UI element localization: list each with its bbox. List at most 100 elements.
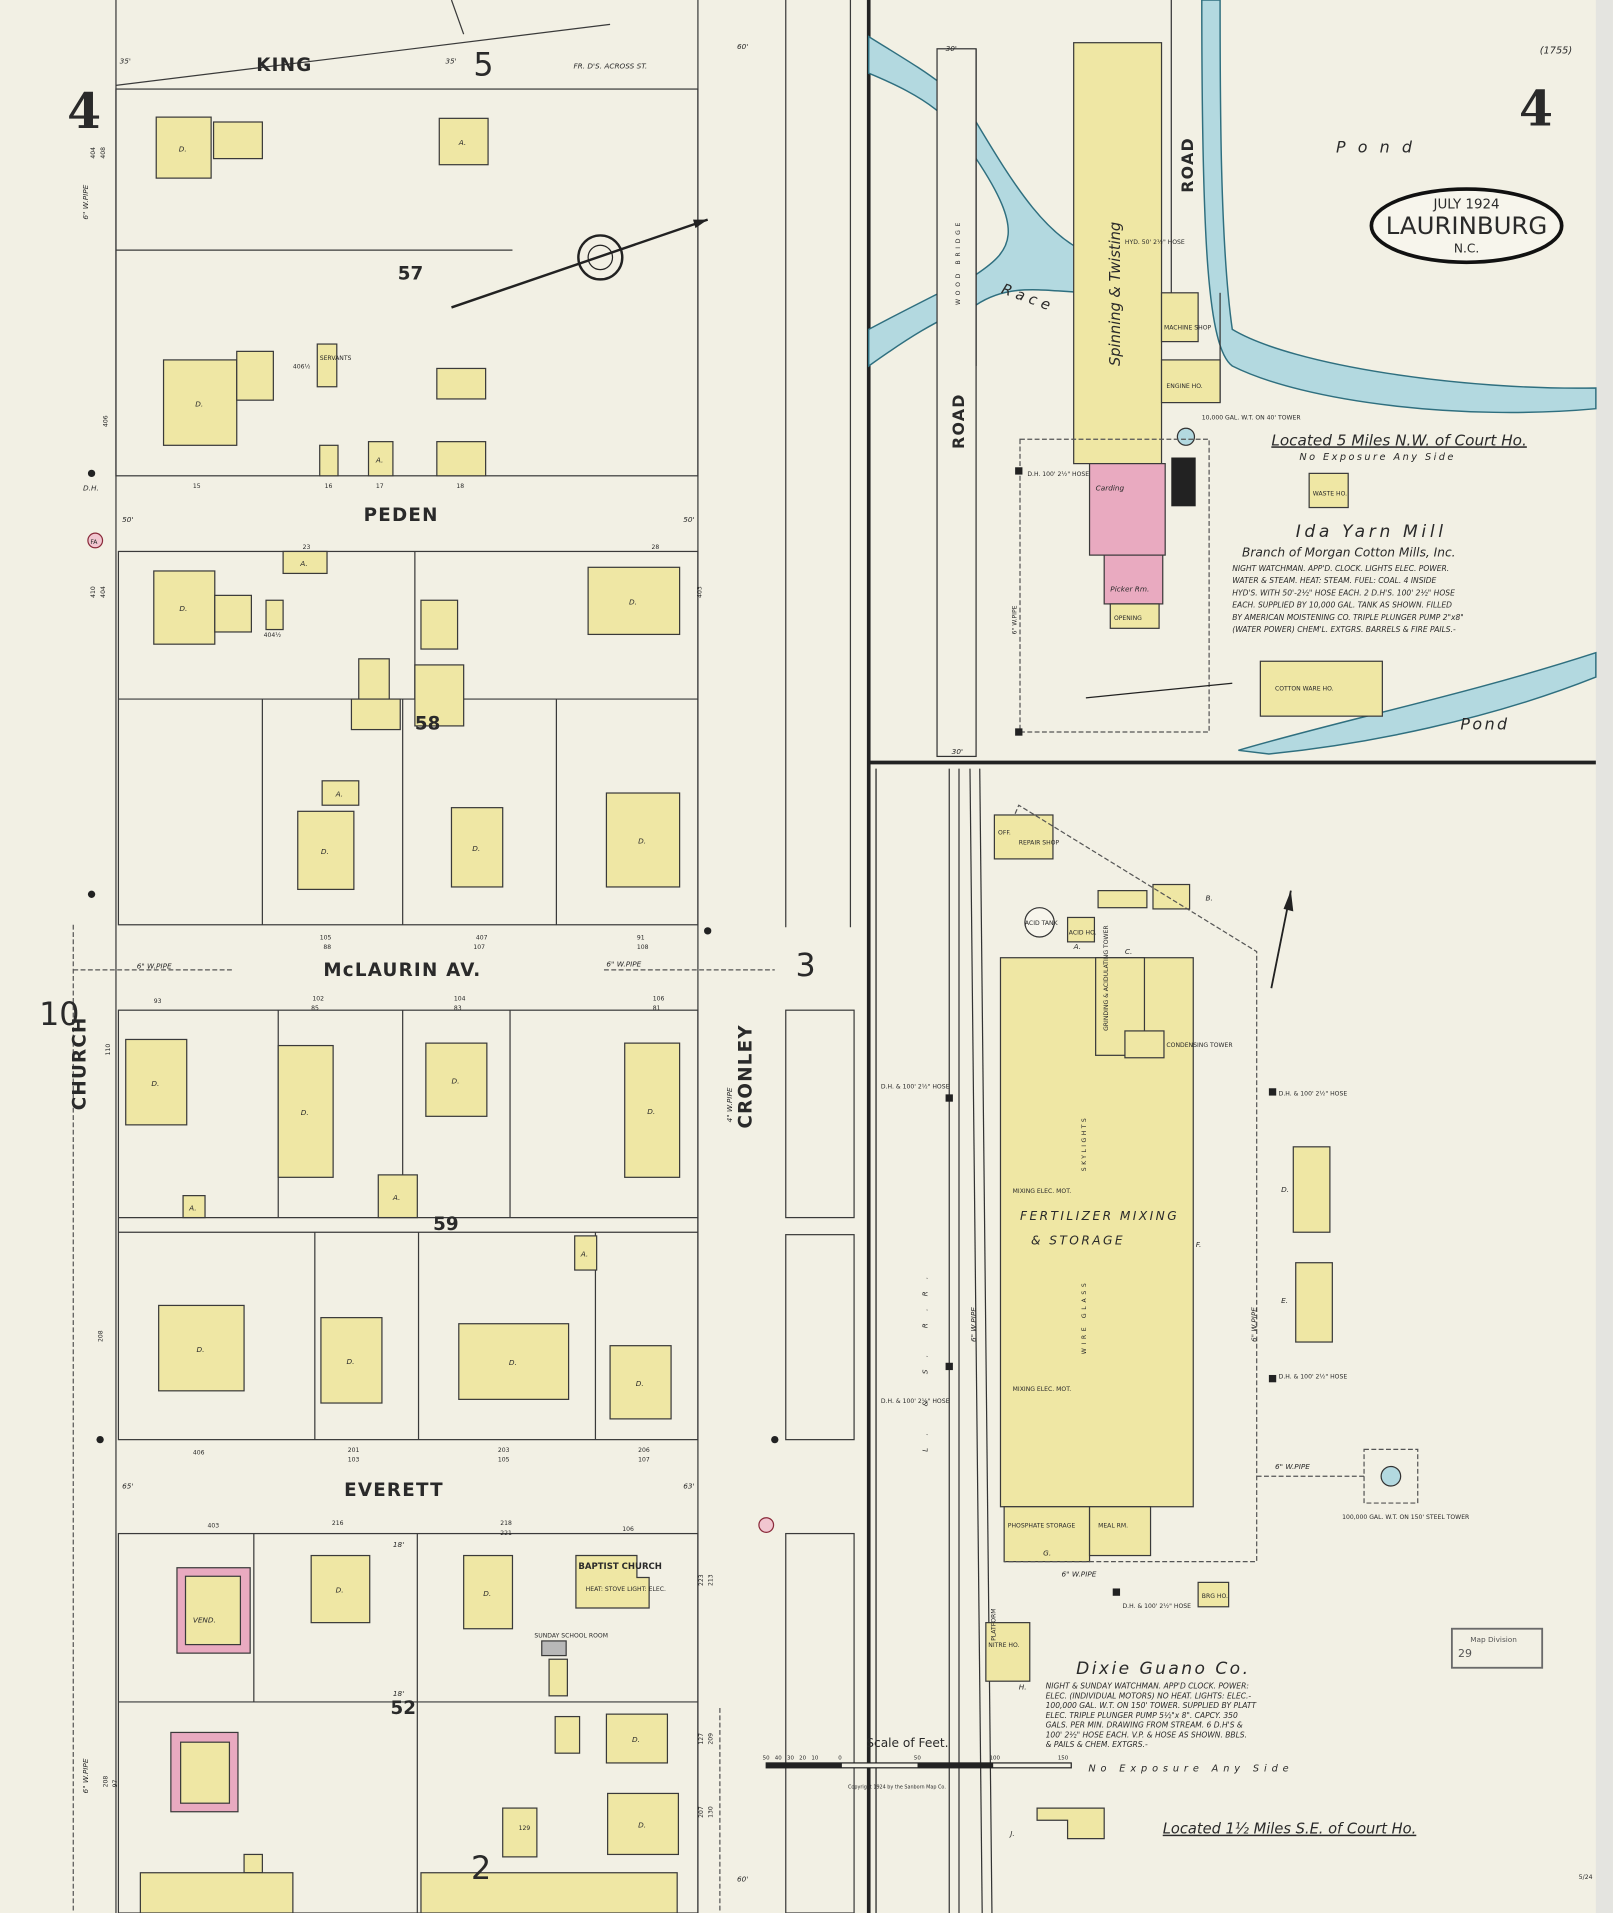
house-number: 216	[332, 1520, 344, 1527]
house-number: 16	[325, 483, 333, 490]
ida-exposure: No Exposure Any Side	[1299, 452, 1455, 463]
dwelling	[607, 1792, 680, 1856]
building-letter: B.	[1205, 893, 1212, 902]
pipe-label: 6" W.PIPE	[81, 184, 90, 219]
sunday-school-room	[541, 1640, 567, 1657]
storage-label: & STORAGE	[1031, 1233, 1125, 1247]
dh-label: D.H.	[83, 483, 99, 492]
note-line: ELEC. (INDIVIDUAL MOTORS) NO HEAT. LIGHT…	[1046, 1691, 1252, 1700]
pipe-label: 6" W.PIPE	[1061, 1569, 1096, 1578]
brg-label: BRG HO.	[1202, 1593, 1228, 1600]
note-line: NIGHT WATCHMAN. APP'D. CLOCK. LIGHTS ELE…	[1232, 564, 1449, 573]
note-line: 100,000 GAL. W.T. ON 150' TOWER. SUPPLIE…	[1046, 1701, 1258, 1710]
dwelling	[605, 1713, 669, 1764]
adjoining-sheet-right: 3	[796, 948, 816, 984]
waste-house	[1308, 472, 1349, 509]
note-line: ELEC. TRIPLE PLUNGER PUMP 5½"x 8". CAPCY…	[1046, 1711, 1238, 1720]
pond-label: Pond	[1460, 715, 1509, 734]
street-width: 63'	[683, 1481, 694, 1490]
nitre-label: NITRE HO.	[988, 1642, 1019, 1649]
mixing-label: MIXING ELEC. MOT.	[1013, 1188, 1072, 1195]
double-hydrant-icon	[945, 1094, 953, 1102]
dwelling	[212, 121, 263, 160]
note-line: EACH. SUPPLIED BY 10,000 GAL. TANK AS SH…	[1232, 601, 1452, 610]
street-width: 50'	[122, 515, 133, 524]
town-name: LAURINBURG	[1386, 211, 1548, 240]
street-width: 18'	[393, 1689, 404, 1698]
north-arrow-icon	[1085, 682, 1233, 699]
wire-glass-label: WIRE GLASS	[1081, 1280, 1088, 1355]
meal-room	[1088, 1506, 1152, 1557]
double-hydrant-icon	[945, 1362, 953, 1371]
repair-label: REPAIR SHOP	[1019, 839, 1060, 846]
water-tank-icon	[1176, 427, 1196, 446]
engine-label: ENGINE HO.	[1166, 383, 1202, 390]
adjoining-sheet-left: 10	[39, 997, 79, 1033]
block-number-52: 52	[390, 1698, 415, 1719]
cotton-warehouse	[1259, 660, 1383, 717]
house-number: 110	[105, 1044, 112, 1056]
scale-tick-label: 20	[799, 1755, 806, 1761]
street-king: KING	[256, 55, 312, 76]
dwelling-label: D.	[196, 1345, 204, 1354]
mill-race-water	[867, 35, 1099, 368]
building-letter: E.	[1281, 1296, 1288, 1305]
dwelling-d	[1292, 1146, 1331, 1233]
dwelling-label: D.	[647, 1107, 655, 1116]
building-letter: F.	[1196, 1240, 1202, 1249]
house-number: 406½	[293, 362, 311, 370]
road-label: ROAD	[949, 393, 968, 449]
acid-tank-label: ACID TANK	[1025, 920, 1059, 927]
house-number: 91	[637, 934, 645, 941]
house-number: 223	[698, 1574, 705, 1586]
corner-mark: 5/24	[1579, 1874, 1593, 1881]
dwelling	[463, 1554, 514, 1630]
dwelling	[587, 566, 681, 636]
pond-label: Pond	[1336, 138, 1424, 157]
dwelling	[236, 350, 274, 401]
dwelling	[425, 1042, 488, 1117]
pipe-label: 6" W.PIPE	[1275, 1462, 1310, 1471]
road-label: ROAD	[1178, 137, 1197, 193]
boiler	[1171, 457, 1196, 507]
dwelling	[320, 1317, 383, 1404]
dwelling-label: D.	[301, 1108, 309, 1117]
wood-bridge-label: WOOD BRIDGE	[955, 219, 962, 305]
note-line: NIGHT & SUNDAY WATCHMAN. APP'D CLOCK. PO…	[1046, 1682, 1249, 1691]
auto-label: A.	[392, 1193, 400, 1202]
waste-label: WASTE HO.	[1313, 490, 1347, 497]
auto-label: A.	[188, 1203, 196, 1212]
street-width: 30'	[946, 44, 957, 53]
dwelling	[162, 359, 238, 446]
pond-water-top	[1201, 0, 1597, 414]
street-width: 18'	[393, 1540, 404, 1549]
double-hydrant-icon	[1268, 1374, 1277, 1383]
dwelling	[214, 594, 252, 633]
dwelling-label: D.	[629, 598, 637, 607]
block-number-57: 57	[398, 263, 423, 284]
dwelling-label: D.	[636, 1379, 644, 1388]
note-line: GALS. PER MIN. DRAWING FROM STREAM. 6 D.…	[1046, 1721, 1243, 1730]
dh-label: D.H. & 100' 2½" HOSE	[1279, 1090, 1348, 1098]
dwelling	[139, 1872, 294, 1913]
dwelling-label: D.	[179, 604, 187, 613]
road	[936, 48, 977, 758]
dwelling	[420, 599, 459, 650]
building-letter: H.	[1019, 1683, 1027, 1692]
ida-yarn-mill-panel: Spinning & Twisting Carding Picker Rm. O…	[867, 0, 1597, 758]
block-59	[117, 1009, 699, 1441]
brg-house	[1197, 1581, 1230, 1608]
building-letters: A.B.C.D.E.F.G.H.J.	[1008, 893, 1289, 1838]
scale-tick-label: 50	[763, 1755, 770, 1761]
dwelling-j	[1036, 1807, 1105, 1840]
double-hydrant-icon	[1112, 1588, 1121, 1596]
dh-label: D.H. & 100' 2½" HOSE	[881, 1397, 950, 1405]
street-everett: EVERETT	[344, 1480, 444, 1501]
dh-label: D.H. & 100' 2½" HOSE	[1122, 1602, 1191, 1610]
house-number: 17	[376, 483, 384, 490]
block-number-58: 58	[415, 714, 440, 735]
pond-water-bottom	[1238, 651, 1597, 755]
